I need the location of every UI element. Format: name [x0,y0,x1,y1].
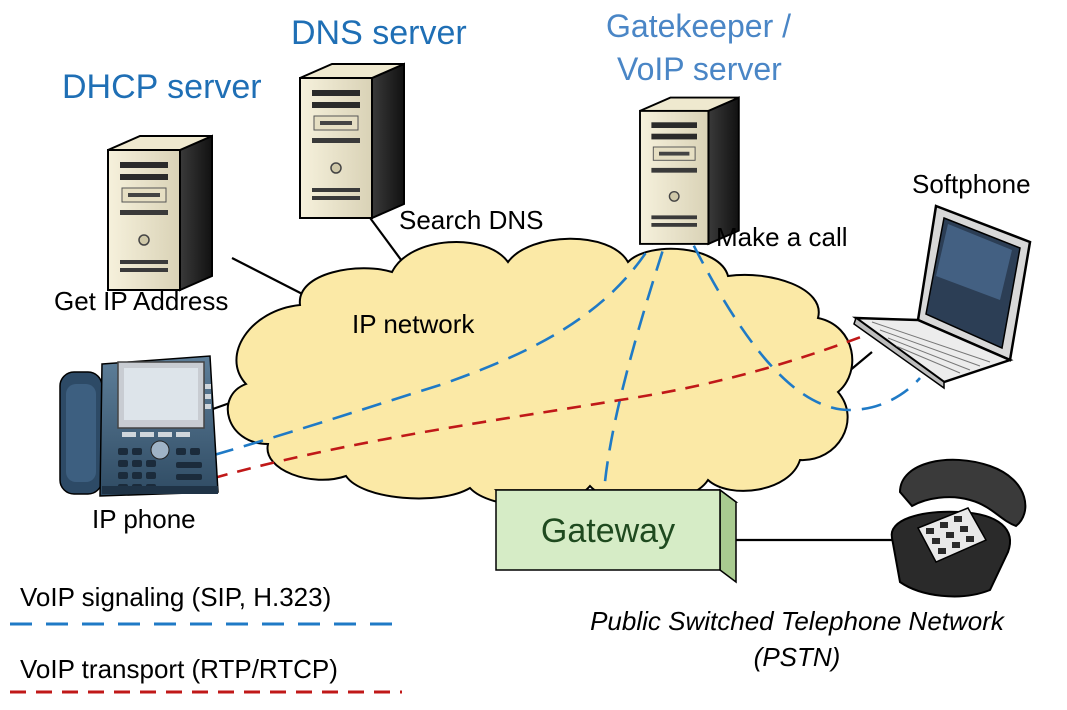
search-dns-label: Search DNS [399,205,544,235]
ip-phone [59,355,219,497]
ip-phone-label: IP phone [92,504,196,534]
transport-line-phone-softphone [213,333,867,480]
signaling-line-phone-gatekeeper [213,221,666,457]
ip-network-cloud [226,237,854,507]
gatekeeper-label-line1: Gatekeeper / [606,8,791,44]
gateway: Gateway [493,488,739,584]
server-tower-icon [107,135,213,291]
laptop-icon [851,204,1032,390]
rotary-telephone-icon [890,458,1027,598]
server-tower-icon [299,63,405,219]
legend-signaling-label: VoIP signaling (SIP, H.323) [20,582,331,612]
desk-ip-phone-icon [59,355,219,497]
gateway-label: Gateway [541,512,675,550]
dns-server [299,63,405,219]
dhcp-server [107,135,213,291]
gatekeeper-label-line2: VoIP server [617,51,782,87]
pstn-label-line2: (PSTN) [754,642,841,672]
make-a-call-label: Make a call [716,222,848,252]
dhcp-server-label: DHCP server [62,68,262,106]
pstn-label-line1: Public Switched Telephone Network [590,606,1006,636]
legend-transport-label: VoIP transport (RTP/RTCP) [20,654,338,684]
softphone-laptop [851,204,1032,390]
dns-server-label: DNS server [291,14,467,52]
signaling-line-gatekeeper-gateway [602,221,674,493]
signaling-line-gatekeeper-softphone [678,217,921,412]
legend: VoIP signaling (SIP, H.323) VoIP transpo… [10,582,402,694]
softphone-label: Softphone [912,169,1031,199]
ip-network-label: IP network [352,309,475,339]
pstn-phone [890,458,1027,598]
get-ip-address-label: Get IP Address [54,286,228,316]
